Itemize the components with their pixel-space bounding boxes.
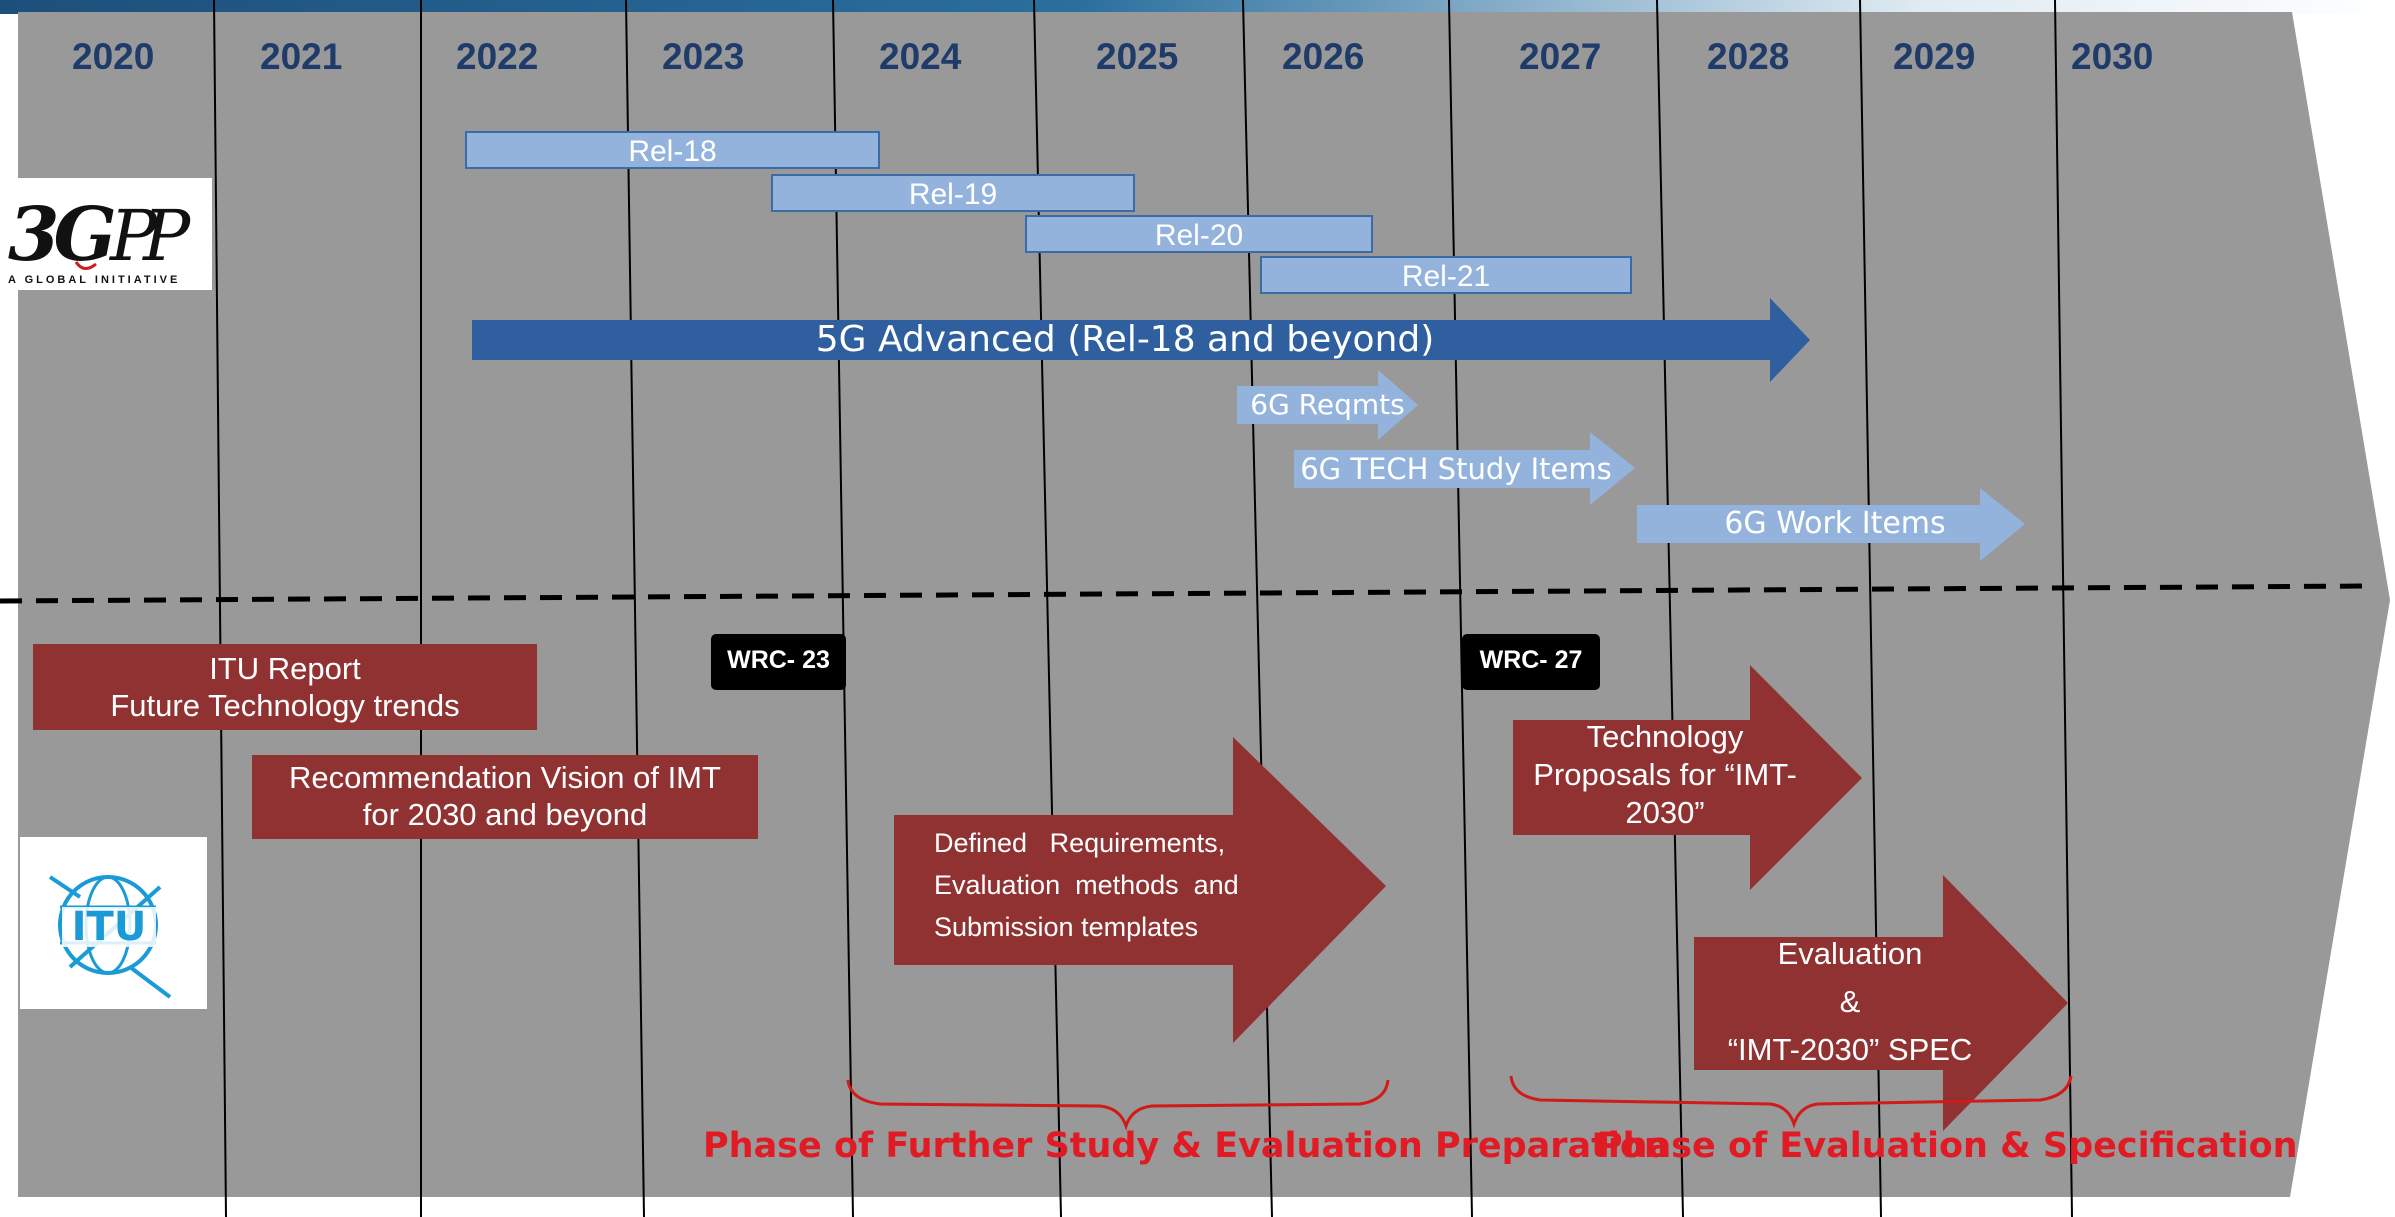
recommendation-line2: for 2030 and beyond xyxy=(362,797,648,832)
itu-report-box: ITU Report Future Technology trends xyxy=(33,644,537,730)
itu-report-line1: ITU Report xyxy=(209,651,361,686)
release-bar-rel-20: Rel-20 xyxy=(1025,215,1373,253)
year-label-2026: 2026 xyxy=(1282,36,1365,77)
svg-text:3G: 3G xyxy=(8,192,114,278)
year-label-2024: 2024 xyxy=(879,36,962,77)
tech-proposals-line3: 2030” xyxy=(1625,795,1705,830)
release-bar-rel-19: Rel-19 xyxy=(771,174,1135,212)
svg-text:PP: PP xyxy=(108,195,192,277)
release-bar-rel-21: Rel-21 xyxy=(1260,256,1632,294)
tech-proposals-line2: Proposals for “IMT- xyxy=(1533,757,1797,792)
wrc-23-badge: WRC- 23 xyxy=(711,634,846,690)
year-gridlines xyxy=(213,0,2073,1217)
tech-proposals-text: Technology Proposals for “IMT- 2030” xyxy=(1515,718,1815,832)
phase1-brace xyxy=(846,1079,1390,1131)
evaluation-line2: & xyxy=(1839,984,1861,1019)
advanced-arrow-label: 5G Advanced (Rel-18 and beyond) xyxy=(815,319,1435,360)
year-label-2020: 2020 xyxy=(72,36,155,77)
itu-report-line2: Future Technology trends xyxy=(110,688,460,723)
tech-study-arrow-label: 6G TECH Study Items xyxy=(1300,452,1612,486)
gray-chevron-background xyxy=(18,12,2390,1197)
itu-logo: ITU xyxy=(20,837,207,1009)
year-label-2023: 2023 xyxy=(662,36,745,77)
3gpp-logo: 3G PP A GLOBAL INITIATIVE xyxy=(6,178,212,290)
3gpp-tagline: A GLOBAL INITIATIVE xyxy=(8,274,181,286)
work-items-arrow-shape xyxy=(1637,488,2025,561)
release-bar-rel-18: Rel-18 xyxy=(465,131,880,169)
defined-requirements-text: Defined Requirements, Evaluation methods… xyxy=(934,822,1280,948)
defined-line3: Submission templates xyxy=(934,912,1199,942)
defined-line2: Evaluation methods and xyxy=(934,870,1239,900)
defined-arrow-shape xyxy=(894,737,1386,1043)
itu-logo-text: ITU xyxy=(71,904,147,950)
year-label-2022: 2022 xyxy=(456,36,539,77)
work-items-arrow-label: 6G Work Items xyxy=(1724,506,1946,541)
year-label-2025: 2025 xyxy=(1096,36,1179,77)
tech-proposals-line1: Technology xyxy=(1586,719,1744,754)
3gpp-logo-graphic: 3G PP xyxy=(8,192,206,278)
top-banner-bar xyxy=(0,0,2395,14)
tech-proposals-arrow-shape xyxy=(1513,665,1862,890)
recommendation-line1: Recommendation Vision of IMT xyxy=(289,760,721,795)
recommendation-box: Recommendation Vision of IMT for 2030 an… xyxy=(252,755,758,839)
year-label-2030: 2030 xyxy=(2071,36,2154,77)
year-label-2029: 2029 xyxy=(1893,36,1976,77)
phase2-brace xyxy=(1509,1075,2073,1129)
year-label-2021: 2021 xyxy=(260,36,343,77)
year-label-2027: 2027 xyxy=(1519,36,1602,77)
evaluation-line3: “IMT-2030” SPEC xyxy=(1727,1032,1973,1067)
evaluation-line1: Evaluation xyxy=(1777,936,1923,971)
itu-logo-graphic xyxy=(48,875,172,999)
wrc-27-badge: WRC- 27 xyxy=(1462,634,1600,690)
reqmts-arrow-shape xyxy=(1237,370,1418,440)
evaluation-arrow-shape xyxy=(1694,875,2068,1131)
defined-line1: Defined Requirements, xyxy=(934,828,1226,858)
phase-further-study-label: Phase of Further Study & Evaluation Prep… xyxy=(703,1126,1669,1166)
evaluation-spec-text: Evaluation & “IMT-2030” SPEC xyxy=(1700,930,2000,1074)
reqmts-arrow-label: 6G Reqmts xyxy=(1250,388,1405,421)
phase-evaluation-label: Phase of Evaluation & Specification xyxy=(1597,1126,2298,1166)
tech-study-arrow-shape xyxy=(1294,432,1635,505)
year-label-2028: 2028 xyxy=(1707,36,1790,77)
advanced-arrow-shape xyxy=(472,298,1810,382)
